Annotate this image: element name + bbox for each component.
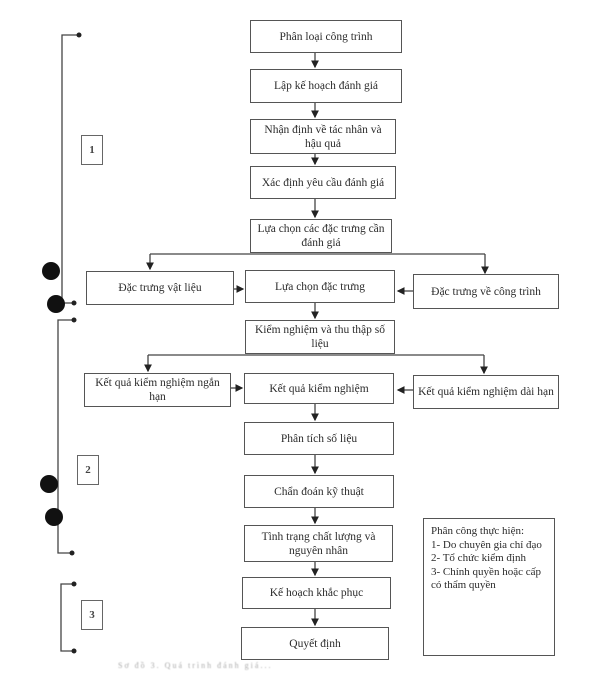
node-requirements: Xác định yêu cầu đánh giá xyxy=(250,166,396,199)
node-test-results: Kết quả kiểm nghiệm xyxy=(244,373,394,404)
note-line: 3- Chính quyền hoặc cấp có thẩm quyền xyxy=(431,565,541,592)
node-short-term-results: Kết quả kiểm nghiệm ngắn hạn xyxy=(84,373,231,407)
node-material-features: Đặc trưng vật liệu xyxy=(86,271,234,305)
note-title: Phân công thực hiện: xyxy=(431,525,525,537)
node-classify: Phân loại công trình xyxy=(250,20,402,53)
node-diagnosis: Chẩn đoán kỹ thuật xyxy=(244,475,394,508)
node-plan: Lập kế hoạch đánh giá xyxy=(250,69,402,103)
section-label-1: 1 xyxy=(81,135,103,165)
figure-caption: Sơ đồ 3. Quá trình đánh giá... xyxy=(118,661,273,670)
node-choose-features: Lựa chọn đặc trưng xyxy=(245,270,395,303)
node-structure-features: Đặc trưng về công trình xyxy=(413,274,559,309)
node-long-term-results: Kết quả kiểm nghiệm dài hạn xyxy=(413,375,559,409)
node-select-features: Lựa chọn các đặc trưng cần đánh giá xyxy=(250,219,392,253)
node-decision: Quyết định xyxy=(241,627,389,660)
node-analysis: Phân tích số liệu xyxy=(244,422,394,455)
node-identify: Nhận định về tác nhân và hậu quả xyxy=(250,119,396,154)
node-testing: Kiểm nghiệm và thu thập số liệu xyxy=(245,320,395,354)
section-label-3: 3 xyxy=(81,600,103,630)
node-condition: Tình trạng chất lượng và nguyên nhân xyxy=(244,525,393,562)
milestone-dot xyxy=(47,295,65,313)
responsibility-note: Phân công thực hiện: 1- Do chuyên gia ch… xyxy=(423,518,555,656)
note-line: 1- Do chuyên gia chỉ đạo xyxy=(431,538,542,551)
milestone-dot xyxy=(45,508,63,526)
section-label-2: 2 xyxy=(77,455,99,485)
node-remedy: Kế hoạch khắc phục xyxy=(242,577,391,609)
note-line: 2- Tổ chức kiểm định xyxy=(431,552,526,564)
milestone-dot xyxy=(40,475,58,493)
milestone-dot xyxy=(42,262,60,280)
